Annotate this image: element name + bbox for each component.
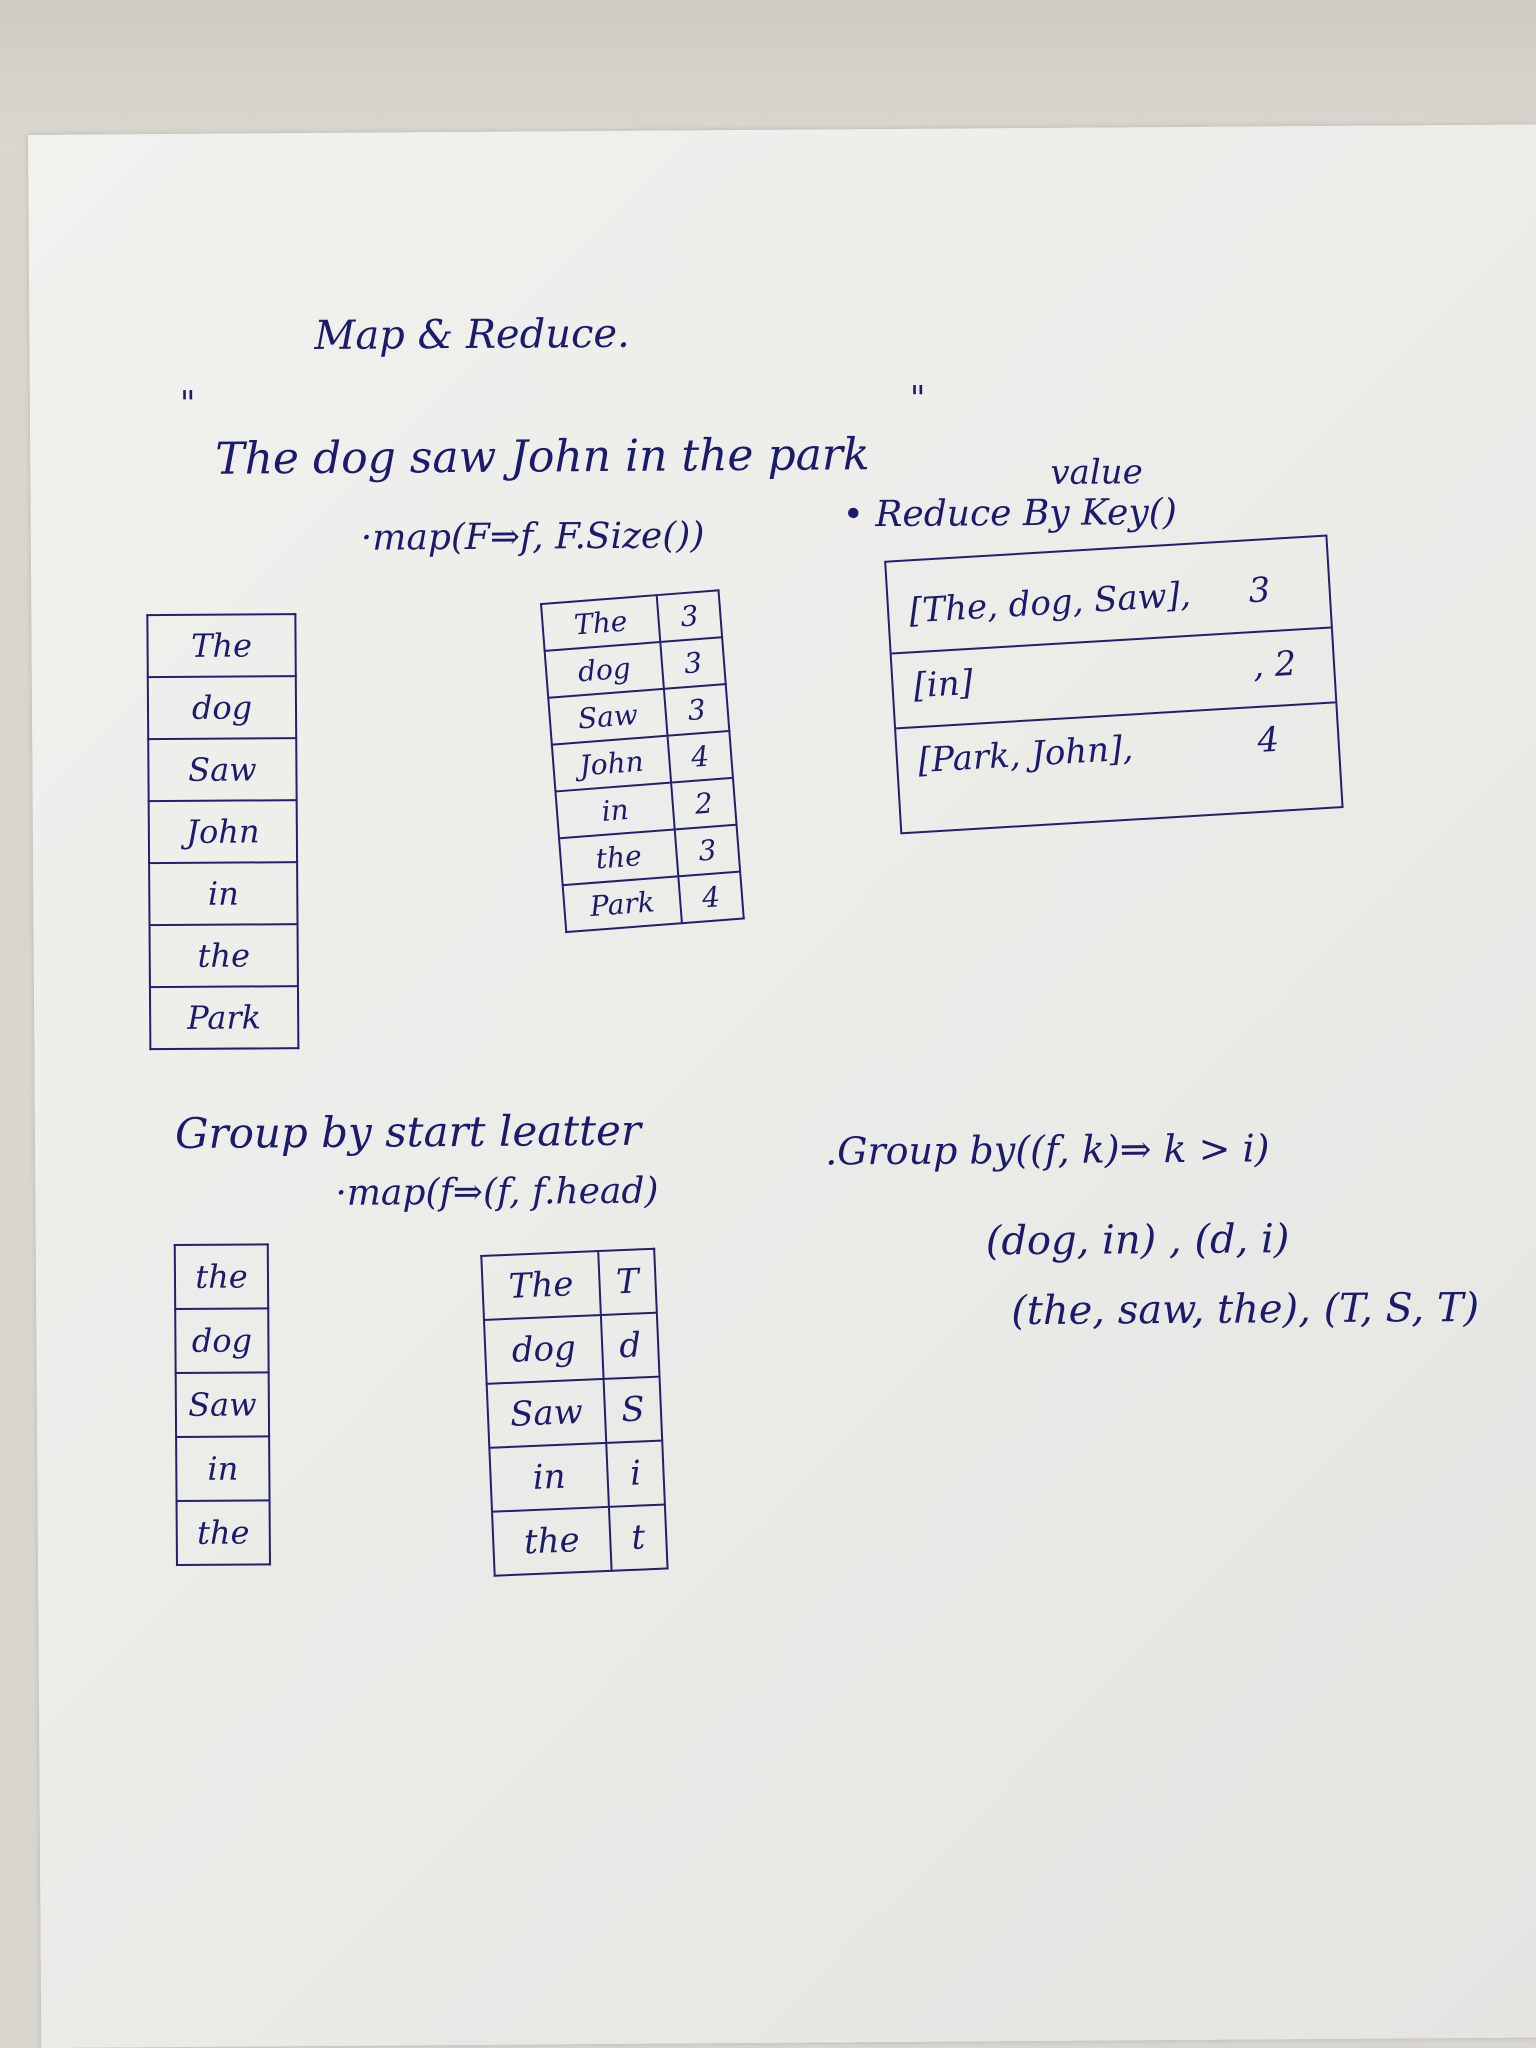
word-cell: the xyxy=(492,1506,612,1576)
word-cell: in xyxy=(489,1442,609,1512)
word-cell: Park xyxy=(562,876,682,933)
word-cell: in xyxy=(149,862,298,926)
reduce-key: [The, dog, Saw], xyxy=(907,574,1192,632)
reduce-value: 3 xyxy=(1247,570,1272,612)
reduce-result-box: [The, dog, Saw], 3 [in] , 2 [Park, John]… xyxy=(884,534,1344,835)
word-cell: The xyxy=(481,1251,601,1320)
size-cell: 3 xyxy=(660,637,726,689)
size-cell: 4 xyxy=(678,871,744,924)
group-heading: Group by start leatter xyxy=(174,1105,642,1158)
group-by-operation: .Group by((f, k)⇒ k > i) xyxy=(824,1126,1270,1174)
word-cell: the xyxy=(174,1244,269,1310)
word-list-table: The dog Saw John in the Park xyxy=(146,613,299,1050)
value-annotation: value xyxy=(1050,452,1143,493)
reduce-row: [The, dog, Saw], 3 xyxy=(907,570,1271,632)
map-head-operation: ·map(f⇒(f, f.head) xyxy=(335,1170,659,1214)
table-row: The xyxy=(147,614,296,678)
table-row: the xyxy=(174,1244,269,1310)
reduce-row: [Park, John], 4 xyxy=(916,720,1280,782)
table-row: the xyxy=(176,1500,270,1565)
size-cell: 4 xyxy=(667,730,733,783)
reduce-by-key-operation: • Reduce By Key() xyxy=(842,491,1177,536)
reduce-value: 4 xyxy=(1256,719,1281,761)
word-cell: in xyxy=(176,1436,270,1501)
reduce-value: , 2 xyxy=(1251,643,1298,687)
table-row: dog xyxy=(147,676,297,740)
word-list-table-2: the dog Saw in the xyxy=(174,1243,271,1566)
size-cell: 3 xyxy=(656,590,723,643)
reduce-row: [in] , 2 xyxy=(912,644,1297,707)
word-cell: dog xyxy=(147,676,297,740)
size-cell: 3 xyxy=(663,684,730,736)
word-cell: dog xyxy=(175,1308,269,1373)
word-cell: dog xyxy=(483,1315,604,1384)
head-cell: S xyxy=(603,1376,663,1443)
example-sentence: The dog saw John in the park xyxy=(215,429,870,485)
word-cell: the xyxy=(176,1500,270,1565)
head-cell: T xyxy=(598,1248,657,1316)
head-cell: t xyxy=(608,1504,668,1571)
reduce-key: [Park, John], xyxy=(916,728,1135,782)
table-row: in xyxy=(176,1436,270,1501)
word-cell: Saw xyxy=(486,1378,607,1448)
map-size-operation: ·map(F⇒f, F.Size()) xyxy=(360,515,705,559)
group-result-line: (the, saw, the), (T, S, T) xyxy=(1011,1284,1480,1335)
table-row: Saw xyxy=(175,1372,270,1437)
background-surface xyxy=(0,0,1536,150)
table-row: Park xyxy=(149,986,299,1050)
word-cell: Saw xyxy=(148,738,297,802)
table-row: John xyxy=(148,800,298,864)
size-cell: 3 xyxy=(674,824,741,877)
table-row: in xyxy=(149,862,298,926)
table-row: Saw xyxy=(148,738,297,802)
paper-sheet: Map & Reduce. " The dog saw John in the … xyxy=(28,124,1536,2048)
word-cell: Park xyxy=(149,986,299,1050)
close-quote: " xyxy=(909,378,926,419)
size-cell: 2 xyxy=(671,777,737,830)
head-cell: d xyxy=(600,1312,660,1379)
head-cell: i xyxy=(606,1440,665,1507)
reduce-key: [in] xyxy=(912,662,975,707)
table-row: the xyxy=(149,924,298,988)
word-cell: Saw xyxy=(175,1372,270,1437)
note-title: Map & Reduce. xyxy=(314,310,630,360)
word-cell: John xyxy=(148,800,298,864)
word-cell: the xyxy=(149,924,298,988)
table-row: dog xyxy=(175,1308,269,1373)
group-result-line: (dog, in) , (d, i) xyxy=(985,1216,1290,1265)
word-cell: The xyxy=(147,614,296,678)
open-quote: " xyxy=(179,383,196,424)
